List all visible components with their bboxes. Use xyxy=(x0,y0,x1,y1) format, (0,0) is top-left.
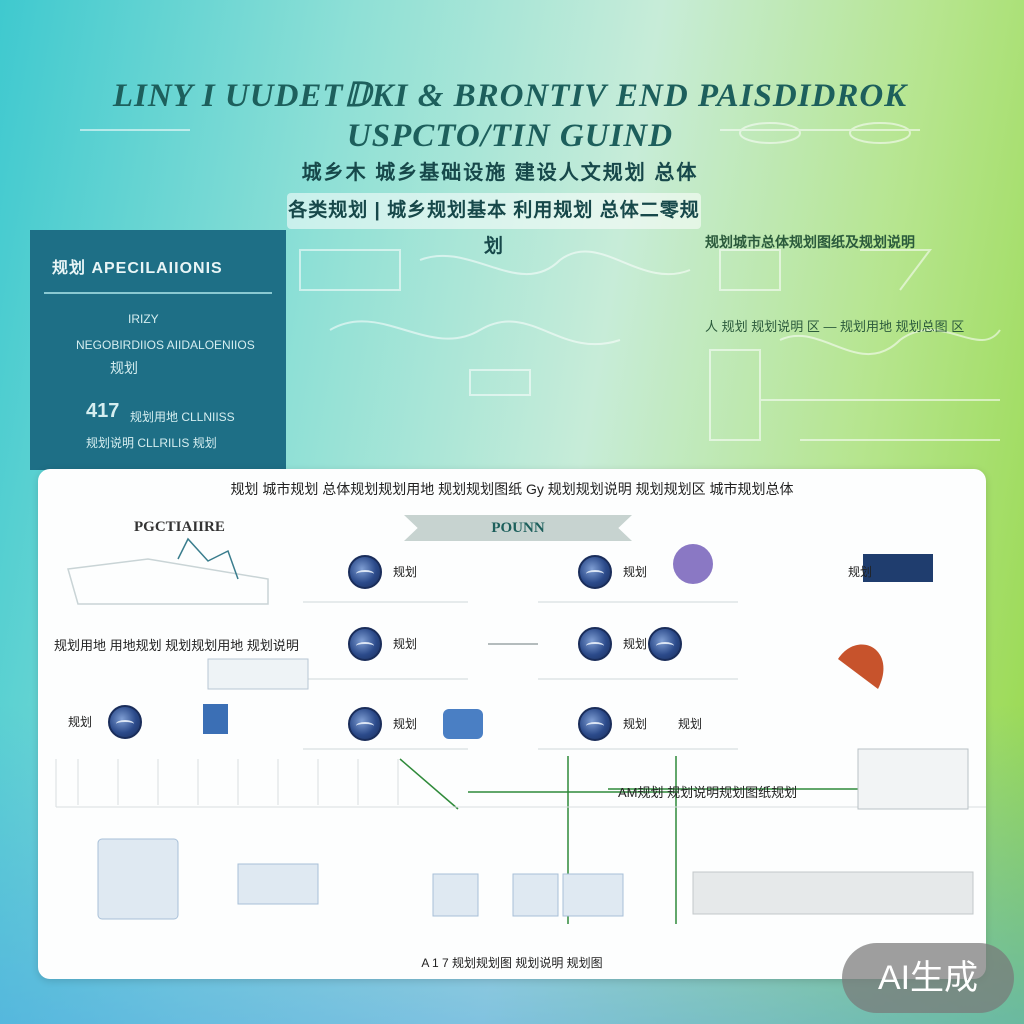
navy-block xyxy=(863,554,933,582)
spec-row-5: 规划说明 CLLRILIS 规划 xyxy=(86,436,217,450)
node-4-label: 规划 xyxy=(623,637,648,651)
ribbon-banner: POUNN xyxy=(404,515,632,541)
spec-row-3: 规划 xyxy=(110,360,138,376)
spec-row-1: IRIZY xyxy=(128,312,159,326)
block-row-right xyxy=(692,871,974,915)
right-caption-2: 人 规划 规划说明 区 — 规划用地 规划总图 区 xyxy=(705,319,965,334)
legend-box xyxy=(857,748,969,810)
specifications-panel: 规划 APECILAIIONIS IRIZY NEGOBIRDIIOS AIID… xyxy=(30,230,286,470)
right-caption: 规划城市总体规划图纸及规划说明 xyxy=(705,234,915,250)
node-8 xyxy=(578,707,612,741)
diagram-card: 规划 城市规划 总体规划规划用地 规划规划图纸 Gy 规划规划说明 规划规划区 … xyxy=(38,469,986,979)
blue-unit-2 xyxy=(203,704,228,734)
plant-illustration xyxy=(177,537,239,580)
right-note: AM规划 规划说明规划图纸规划 xyxy=(618,785,798,800)
node-6-label: 规划 xyxy=(68,715,93,729)
spec-row-2: NEGOBIRDIIOS AIIDALOENIIOS xyxy=(76,338,255,352)
card-header-text: 规划 城市规划 总体规划规划用地 规划规划图纸 Gy 规划规划说明 规划规划区 … xyxy=(230,481,794,497)
block-3 xyxy=(562,873,624,917)
block-2 xyxy=(512,873,559,917)
spec-row-4-value: 417 xyxy=(86,400,120,422)
spec-panel-title: 规划 APECILAIIONIS xyxy=(52,260,223,277)
main-title: LINY I UUDET𝔻KI & BRONTIV END PAISDIDROK… xyxy=(60,76,960,156)
control-panel-illustration xyxy=(237,863,319,905)
corner-label: 规划 xyxy=(848,565,873,579)
node-3-label: 规划 xyxy=(393,637,418,651)
chart-line-band xyxy=(55,759,986,808)
node-8-label: 规划 xyxy=(623,717,648,731)
node-7 xyxy=(348,707,382,741)
spec-row-4-label: 规划用地 CLLNIISS xyxy=(130,410,235,424)
subtitle-2: 各类规划 | 城乡规划基本 利用规划 总体二零规划 xyxy=(287,193,701,257)
purple-globe xyxy=(673,544,713,584)
node-5 xyxy=(648,627,682,661)
mid-caption: 规划用地 用地规划 规划规划用地 规划说明 xyxy=(54,638,299,653)
ai-generated-badge: AI生成 xyxy=(842,943,1014,1013)
title-line-2: USPCTO/TIN GUIND xyxy=(346,118,674,154)
block-1 xyxy=(432,873,479,917)
node-1 xyxy=(348,555,382,589)
node-3 xyxy=(348,627,382,661)
left-heading: PGCTIAIIRE xyxy=(134,519,225,535)
subtitle-1: 城乡木 城乡基础设施 建设人文规划 总体 xyxy=(301,162,699,184)
node-4 xyxy=(578,627,612,661)
node-7-label: 规划 xyxy=(393,717,418,731)
node-2-label: 规划 xyxy=(623,565,648,579)
spec-panel-divider xyxy=(44,292,272,294)
blue-unit-1 xyxy=(443,709,483,739)
title-line-1: LINY I UUDET𝔻KI & BRONTIV END PAISDIDROK xyxy=(112,78,908,114)
background-map-lines xyxy=(80,122,1001,441)
figure-illustration xyxy=(838,644,884,689)
node-2 xyxy=(578,555,612,589)
text-box-illustration xyxy=(207,658,309,690)
node-6 xyxy=(108,705,142,739)
node-5-label: 规划 xyxy=(678,717,703,731)
node-1-label: 规划 xyxy=(393,565,418,579)
diagram-graphics xyxy=(55,537,986,924)
ribbon-label: POUNN xyxy=(491,520,545,536)
bottom-caption: A 1 7 规划规划图 规划说明 规划图 xyxy=(421,956,603,970)
device-illustration xyxy=(97,838,179,920)
bathtub-illustration xyxy=(67,558,269,605)
